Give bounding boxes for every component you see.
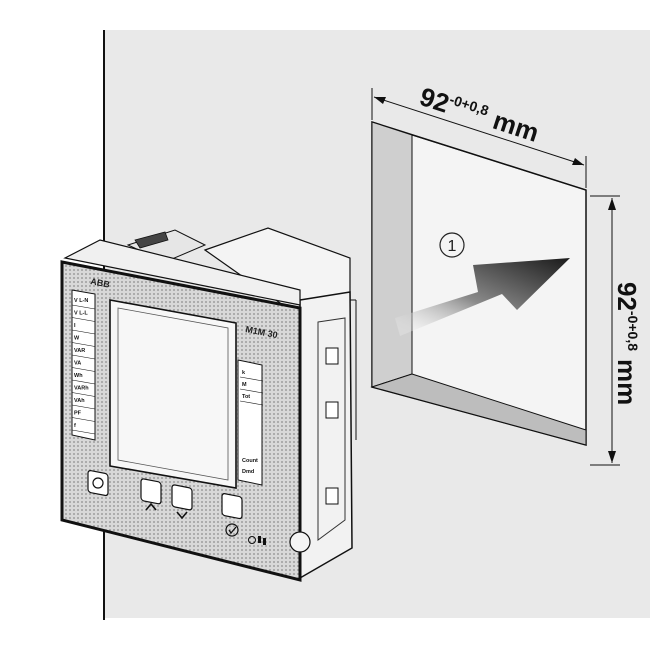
right-label: Dmd [242,469,254,475]
height-unit: mm [612,359,642,405]
left-label: VARh [74,386,89,392]
left-label-divider [71,417,96,422]
insertion-arrow [395,258,570,336]
left-label-divider [71,429,96,435]
left-label-divider [71,329,96,335]
enter-button[interactable] [221,493,243,537]
left-label: I [74,323,76,329]
left-label: W [74,336,80,342]
height-tolerance: -0+0,8 [625,311,641,351]
left-label: Wh [74,373,83,379]
display-screen [109,299,237,489]
right-label-divider [239,400,264,406]
check-icon [225,523,239,537]
right-label: Tot [242,394,250,400]
up-button[interactable] [140,478,162,511]
left-label: VAR [74,348,85,354]
right-label: M [242,382,247,388]
device-logo: ABB [90,276,112,290]
left-label-divider [71,392,96,397]
right-label-divider [239,376,264,382]
svg-text:92-0+0,8mm: 92-0+0,8 mm [612,282,642,405]
power-indicator [248,536,266,545]
right-label: Count [242,458,258,464]
left-label: f [74,423,76,429]
left-label-divider [71,367,96,372]
left-label-divider [71,342,96,347]
front-knob [289,531,311,553]
left-label: V L-N [74,298,88,304]
right-label: k [242,370,246,376]
chevron-down-icon [176,511,188,520]
left-label-divider [71,404,96,410]
chevron-up-icon [145,502,157,511]
down-button[interactable] [171,484,193,520]
height-value: 92 [612,282,642,311]
meter-device: ABB M1M 30 V L-NV L-LIWVARVAWhVARhVAhPFf… [60,227,357,582]
left-label-divider [71,379,96,385]
step-marker: 1 [439,232,465,258]
left-label: VA [74,361,81,367]
left-label-divider [71,304,96,310]
height-dimension: 92-0+0,8 mm [590,195,642,466]
left-label: V L-L [74,311,88,317]
menu-icon [92,477,104,489]
step-number: 1 [448,238,457,255]
left-label-divider [71,354,96,360]
mounting-clips [325,299,357,505]
left-label: VAh [74,398,85,404]
right-label-divider [239,388,264,394]
left-label-divider [71,317,96,322]
left-label: PF [74,411,82,417]
menu-button[interactable] [87,470,109,497]
